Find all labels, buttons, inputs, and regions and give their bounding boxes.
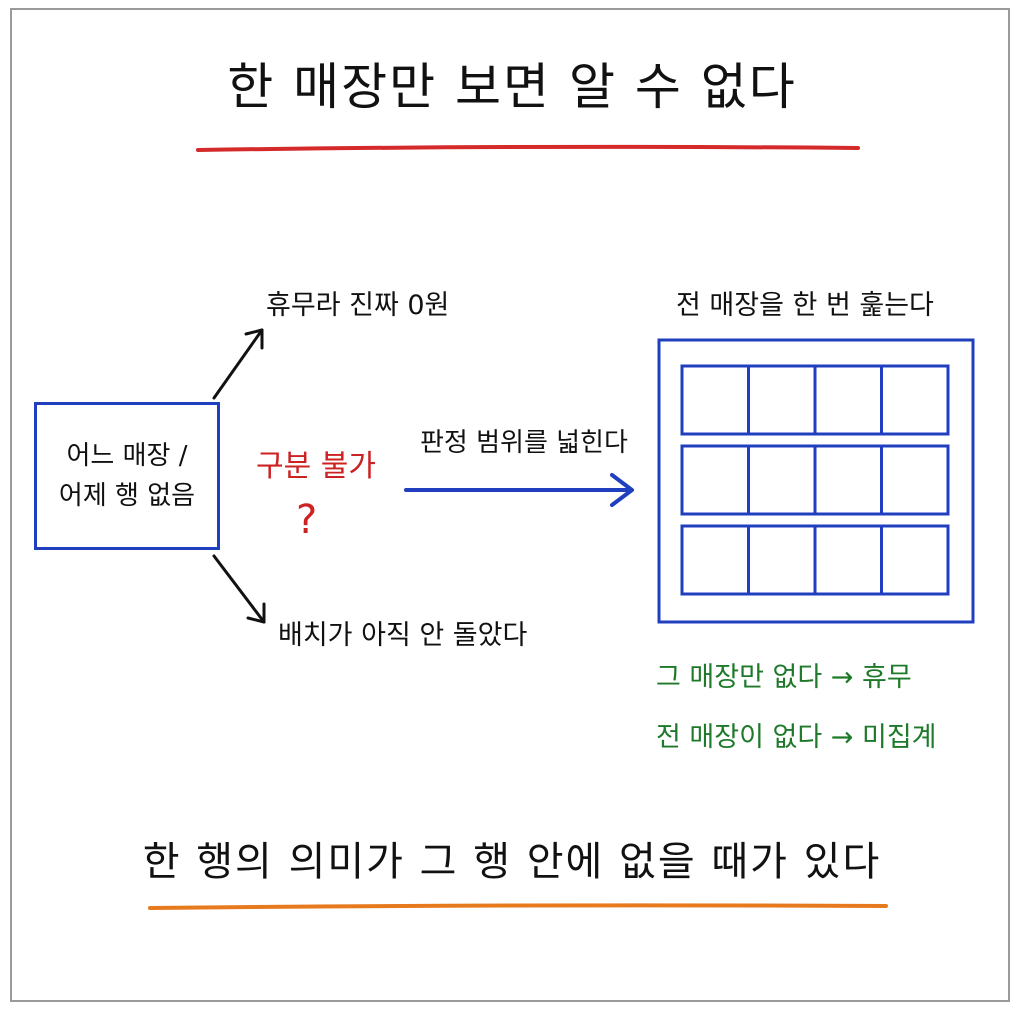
- arrow-down-right-icon: [212, 554, 266, 624]
- store-cell: [813, 524, 883, 596]
- source-box-line-1: 어느 매장 /: [66, 441, 188, 471]
- scan-label: 전 매장을 한 번 훑는다: [676, 290, 934, 321]
- store-cell: [680, 444, 750, 516]
- title-underline: [196, 144, 860, 152]
- ambiguity-label: 구분 불가: [256, 449, 376, 484]
- store-cell: [880, 444, 950, 516]
- action-label: 판정 범위를 넓힌다: [420, 428, 628, 458]
- store-grid: [657, 338, 975, 624]
- canvas-frame: [10, 8, 1010, 1002]
- store-grid-cells: [680, 364, 950, 596]
- branch-bottom-label: 배치가 아직 안 돌았다: [278, 620, 528, 651]
- store-cell: [880, 524, 950, 596]
- store-cell: [880, 364, 950, 436]
- question-mark-icon: ?: [296, 497, 318, 543]
- arrow-right-icon: [404, 473, 634, 507]
- store-grid-frame: [657, 338, 975, 624]
- source-box: 어느 매장 / 어제 행 없음: [34, 402, 220, 550]
- arrow-up-right-icon: [212, 328, 264, 400]
- source-box-line-2: 어제 행 없음: [58, 481, 196, 511]
- rule-all-stores: 전 매장이 없다 → 미집계: [656, 722, 937, 753]
- store-cell: [680, 524, 750, 596]
- page-title: 한 매장만 보면 알 수 없다: [227, 58, 797, 116]
- store-cell: [747, 524, 817, 596]
- store-cell: [680, 364, 750, 436]
- store-cell: [813, 364, 883, 436]
- footer-caption: 한 행의 의미가 그 행 안에 없을 때가 있다: [142, 839, 882, 885]
- branch-top-label: 휴무라 진짜 0원: [266, 290, 450, 321]
- store-cell: [747, 444, 817, 516]
- store-cell: [747, 364, 817, 436]
- rule-store-only: 그 매장만 없다 → 휴무: [656, 662, 912, 693]
- footer-underline: [148, 903, 888, 910]
- store-cell: [813, 444, 883, 516]
